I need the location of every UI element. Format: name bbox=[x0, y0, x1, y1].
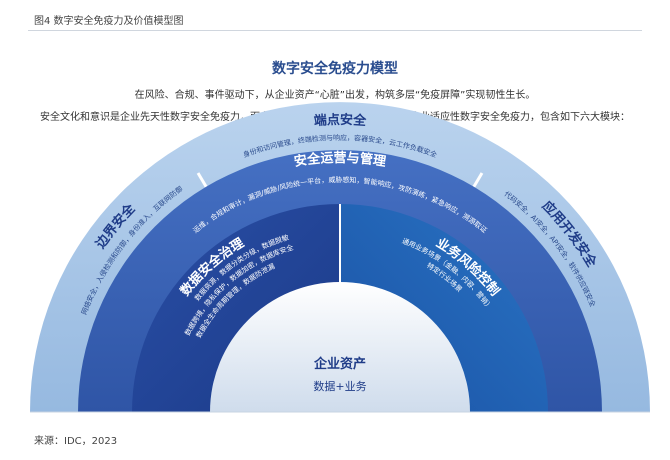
header-divider bbox=[28, 30, 642, 31]
core-title: 企业资产 bbox=[313, 356, 366, 372]
inner-ring-left bbox=[132, 204, 340, 412]
inner-ring-right bbox=[340, 204, 548, 412]
figure-caption: 图4 数字安全免疫力及价值模型图 bbox=[34, 16, 184, 27]
middle-ring bbox=[78, 150, 602, 412]
endpoint-security-title: 端点安全 bbox=[313, 112, 367, 129]
source-note: 来源：IDC，2023 bbox=[34, 436, 118, 447]
core-subtitle: 数据+业务 bbox=[313, 379, 366, 393]
diagram-title: 数字安全免疫力模型 bbox=[272, 61, 398, 77]
outer-ring bbox=[30, 102, 650, 412]
security-ops-title: 安全运营与管理 bbox=[293, 150, 387, 170]
description-line-1: 在风险、合规、事件驱动下，从企业资产“心脏”出发，构筑多层“免疫屏障”实现韧性生… bbox=[134, 90, 536, 101]
core-semicircle bbox=[210, 282, 470, 412]
